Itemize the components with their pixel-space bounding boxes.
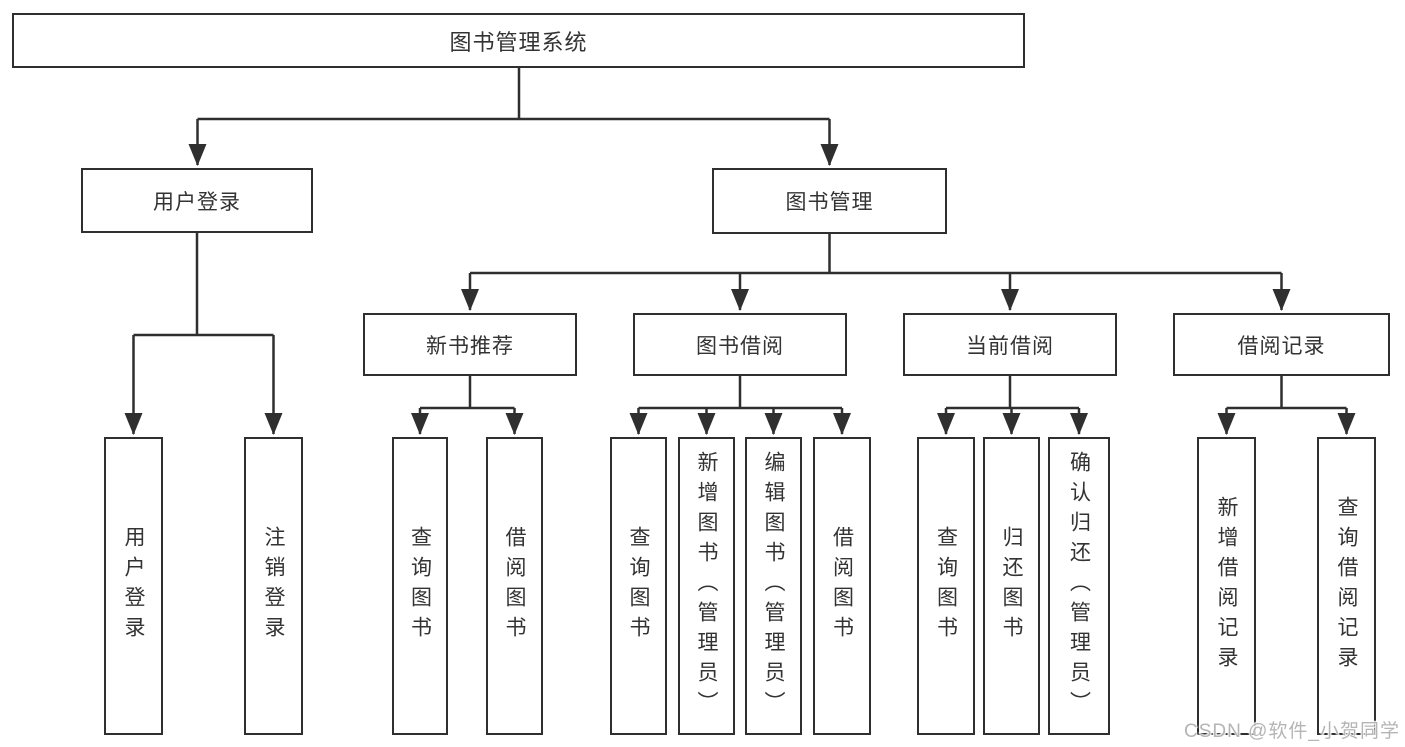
node-label: 查询借阅记录 bbox=[1335, 496, 1359, 676]
node-label: 当前借阅 bbox=[966, 334, 1054, 358]
leaf-user-login: 用户登录 bbox=[104, 437, 163, 735]
node-label: 借阅图书 bbox=[830, 526, 854, 646]
node-label: 查询图书 bbox=[627, 526, 651, 646]
watermark-csdn: CSDN @软件_小贺同学 bbox=[1184, 721, 1400, 742]
node-label: 图书管理 bbox=[785, 191, 874, 214]
leaf-query-books-recommend: 查询图书 bbox=[392, 437, 448, 735]
node-label: 编辑图书（管理员） bbox=[762, 451, 786, 721]
leaf-add-book-admin: 新增图书（管理员） bbox=[678, 437, 735, 735]
node-label: 注销登录 bbox=[262, 526, 286, 646]
leaf-logout: 注销登录 bbox=[244, 437, 303, 735]
node-book-management: 图书管理 bbox=[712, 168, 947, 234]
node-label: 借阅图书 bbox=[503, 526, 527, 646]
node-label: 新书推荐 bbox=[426, 334, 514, 358]
node-new-book-recommendation: 新书推荐 bbox=[363, 313, 577, 376]
node-user-login: 用户登录 bbox=[81, 168, 313, 233]
node-label: 查询图书 bbox=[408, 526, 432, 646]
node-label: 图书管理系统 bbox=[449, 29, 588, 55]
connector-path bbox=[946, 376, 1079, 410]
node-label: 借阅记录 bbox=[1237, 334, 1326, 358]
leaf-edit-book-admin: 编辑图书（管理员） bbox=[745, 437, 802, 735]
node-label: 用户登录 bbox=[122, 526, 146, 646]
node-label: 新增借阅记录 bbox=[1215, 496, 1239, 676]
node-label: 查询图书 bbox=[934, 526, 958, 646]
leaf-query-borrow-record: 查询借阅记录 bbox=[1317, 437, 1376, 735]
leaf-borrow-books-recommend: 借阅图书 bbox=[486, 437, 543, 735]
node-borrowing-records: 借阅记录 bbox=[1173, 313, 1390, 376]
connector-path bbox=[638, 376, 842, 410]
connector-path bbox=[197, 68, 830, 121]
leaf-return-book: 归还图书 bbox=[983, 437, 1040, 735]
node-label: 用户登录 bbox=[153, 190, 241, 214]
node-label: 图书借阅 bbox=[696, 334, 784, 358]
leaf-add-borrow-record: 新增借阅记录 bbox=[1197, 437, 1256, 735]
connector-path bbox=[420, 376, 515, 410]
node-library-management-system: 图书管理系统 bbox=[12, 13, 1025, 68]
node-book-borrowing: 图书借阅 bbox=[633, 313, 847, 376]
node-label: 确认归还（管理员） bbox=[1067, 451, 1091, 721]
leaf-borrow-books-borrowing: 借阅图书 bbox=[813, 437, 871, 735]
connector-path bbox=[133, 233, 274, 337]
connector-path bbox=[470, 234, 1282, 275]
node-label: 归还图书 bbox=[1000, 526, 1024, 646]
leaf-query-books-borrowing: 查询图书 bbox=[610, 437, 667, 735]
leaf-query-books-current: 查询图书 bbox=[917, 437, 975, 735]
node-current-borrowing: 当前借阅 bbox=[903, 313, 1117, 376]
node-label: 新增图书（管理员） bbox=[695, 451, 719, 721]
leaf-confirm-return-admin: 确认归还（管理员） bbox=[1048, 437, 1110, 735]
connector-path bbox=[1226, 376, 1347, 410]
